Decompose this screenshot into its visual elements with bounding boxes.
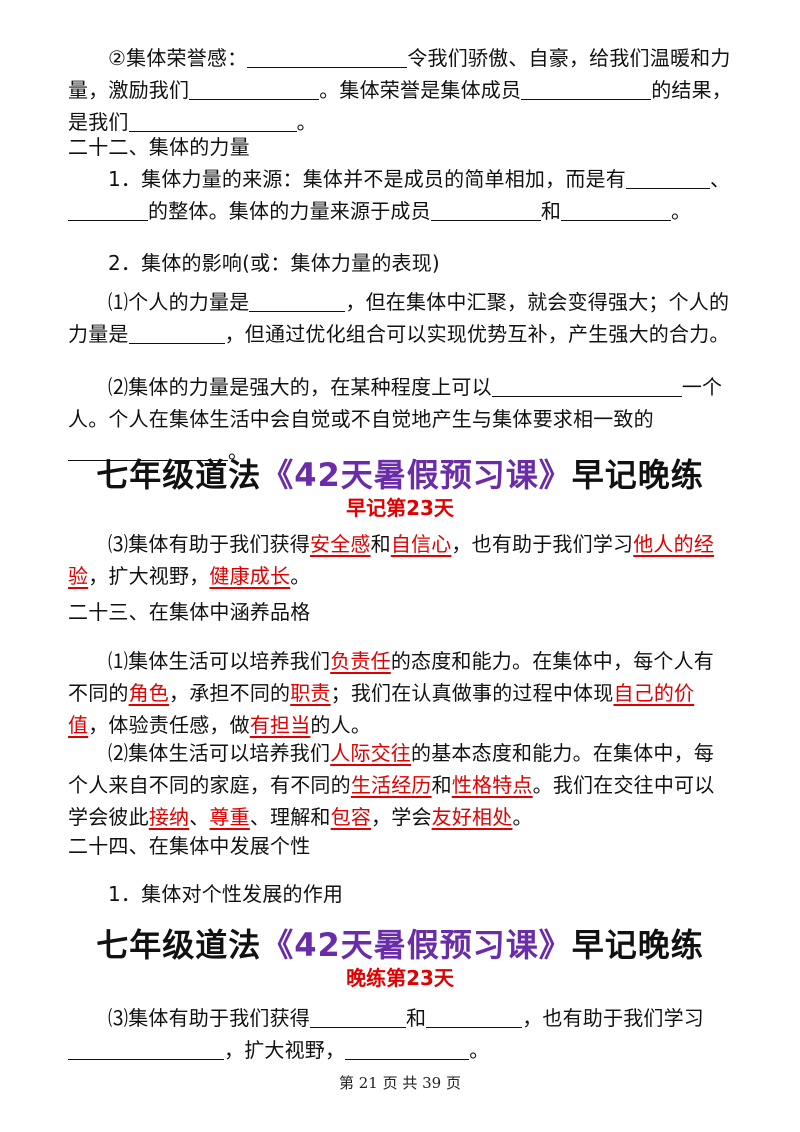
text-run: ，但通过优化组合可以实现优势互补，产生强大的合力。 [224,322,730,346]
personality-item: 1．集体对个性发展的作用 [108,882,344,906]
text-run: ；我们在认真做事的过程中体现 [330,681,614,705]
collective-influence-item: 2．集体的影响(或：集体力量的表现) [108,251,440,275]
fill-blank[interactable] [625,166,710,189]
fill-blank[interactable] [521,77,652,100]
benefit-exercise-paragraph: ⑶集体有助于我们获得 和 ，也有助于我们学习 ，扩大视野， 。 [68,1002,732,1066]
text-run: ⑵集体生活可以培养我们 [108,741,331,765]
answer-text: 生活经历 [350,773,432,797]
text-run: 令我们骄傲、自豪，给我们温暖和力量，激励我们 [68,46,731,102]
text-run: 。 [469,1038,490,1062]
answer-text: 职责 [290,681,331,705]
text-run: 的基本态度和能力。在集体中，每个人来自不同的家庭，有不同的 [68,741,715,797]
benefit-answer-paragraph: ⑶集体有助于我们获得安全感和自信心，也有助于我们学习他人的经验，扩大视野，健康成… [68,528,732,592]
section-heading-24: 二十四、在集体中发展个性 [68,834,311,858]
section-heading-23: 二十三、在集体中涵养品格 [68,600,311,624]
text-run: ，扩大视野， [224,1038,346,1062]
answer-text: 负责任 [330,649,391,673]
text-run: 1．集体力量的来源：集体并不是成员的简单相加，而是有 [108,167,626,191]
page-number: 第 21 页 共 39 页 [338,1074,461,1092]
morning-day-label: 早记第23天 [346,496,454,520]
answer-text: 性格特点 [451,773,533,797]
text-run: ⑶集体有助于我们获得 [108,1006,310,1030]
answer-text: 角色 [128,681,170,705]
fill-blank[interactable] [128,321,225,344]
text-run: 。 [290,564,311,588]
fill-blank[interactable] [430,198,541,221]
text-run: 和 [370,532,391,556]
fill-blank[interactable] [128,109,297,132]
collective-power-paragraph: ⑵集体的力量是强大的，在某种程度上可以一个人。个人在集体生活中会自觉或不自觉地产… [68,371,732,467]
course-title-morning: 七年级道法《42天暑假预习课》早记晚练 [0,455,800,495]
answer-text: 健康成长 [209,564,291,588]
text-run: 和 [406,1006,427,1030]
responsibility-answer-paragraph: ⑴集体生活可以培养我们负责任的态度和能力。在集体中，每个人有不同的角色，承担不同… [68,645,732,741]
text-run: 一个人。个人在集体生活中会自觉或不自觉地产生与集体要求相一致的 [68,375,723,431]
fill-blank[interactable] [68,438,228,461]
text-run: ⑴集体生活可以培养我们 [108,649,331,673]
individual-power-paragraph: ⑴个人的力量是，但在集体中汇聚，就会变得强大；个人的力量是，但通过优化组合可以实… [68,286,732,350]
fill-blank[interactable] [345,1037,470,1060]
fill-blank[interactable] [68,198,148,221]
text-run: ，学会 [371,805,432,829]
text-run: ⑵集体的力量是强大的，在某种程度上可以 [108,375,492,399]
text-run: ，扩大视野， [88,564,210,588]
title-suffix: 早记晚练 [571,926,704,964]
title-prefix: 七年级道法 [96,926,262,964]
text-run: ，承担不同的 [169,681,291,705]
text-run: 。 [512,805,533,829]
text-run: 的整体。集体的力量来源于成员 [148,199,431,223]
course-title-evening: 七年级道法《42天暑假预习课》早记晚练 [0,925,800,965]
title-accent: 《42天暑假预习课》 [261,456,572,494]
fill-blank[interactable] [247,45,408,68]
text-run: ，也有助于我们学习 [522,1006,705,1030]
answer-text: 包容 [330,805,372,829]
answer-text: 人际交往 [330,741,412,765]
fill-blank[interactable] [189,77,320,100]
force-source-paragraph: 1．集体力量的来源：集体并不是成员的简单相加，而是有 、的整体。集体的力量来源于成… [68,163,732,227]
text-run: 。我们在交往中可以学会彼此 [68,773,715,829]
honor-paragraph: ②集体荣誉感：令我们骄傲、自豪，给我们温暖和力量，激励我们。集体荣誉是集体成员的… [68,42,732,138]
text-run: ，也有助于我们学习 [451,532,634,556]
text-run: 和 [431,773,452,797]
text-run: 和 [540,199,562,223]
text-run: ⑴个人的力量是 [108,290,250,314]
fill-blank[interactable] [68,1037,224,1060]
text-run: 、理解和 [249,805,331,829]
title-accent: 《42天暑假预习课》 [261,926,572,964]
answer-text: 友好相处 [431,805,513,829]
answer-text: 自信心 [390,532,452,556]
text-run: 、 [189,805,210,829]
text-run: ②集体荣誉感： [108,46,248,70]
text-run: 、 [709,167,731,191]
answer-text: 他人的经验 [68,532,715,588]
title-prefix: 七年级道法 [96,456,262,494]
title-suffix: 早记晚练 [571,456,704,494]
interpersonal-answer-paragraph: ⑵集体生活可以培养我们人际交往的基本态度和能力。在集体中，每个人来自不同的家庭，… [68,737,732,833]
text-run: 。 [228,439,249,463]
section-heading-22: 二十二、集体的力量 [68,135,250,159]
text-run: 。 [296,110,317,134]
fill-blank[interactable] [491,374,682,397]
evening-day-label: 晚练第23天 [346,966,454,990]
fill-blank[interactable] [426,1005,523,1028]
fill-blank[interactable] [561,198,672,221]
answer-text: 尊重 [209,805,250,829]
answer-text: 自己的价值 [68,681,695,737]
text-run: ⑶集体有助于我们获得 [108,532,310,556]
text-run: 的态度和能力。在集体中，每个人有不同的 [68,649,715,705]
text-run: ，但在集体中汇聚，就会变得强大；个人的力量是 [68,290,730,346]
answer-text: 安全感 [310,532,371,556]
text-run: 。集体荣誉是集体成员 [319,78,522,102]
text-run: 。 [671,199,692,223]
text-run: 的结果，是我们 [68,78,733,134]
answer-text: 有担当 [249,713,311,737]
fill-blank[interactable] [249,289,346,312]
text-run: ，体验责任感，做 [88,713,250,737]
fill-blank[interactable] [310,1005,406,1028]
answer-text: 接纳 [148,805,190,829]
text-run: 的人。 [310,713,372,737]
